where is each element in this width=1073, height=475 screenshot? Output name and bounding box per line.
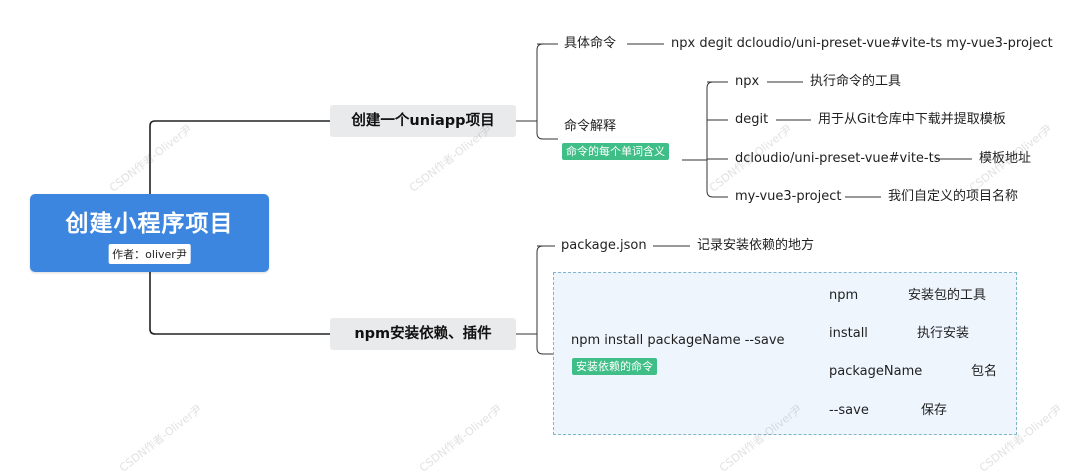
desc-my-vue3-project[interactable]: 我们自定义的项目名称	[888, 189, 1019, 204]
branch1-node[interactable]: 创建一个uniapp项目	[330, 105, 516, 137]
term-my-vue3-project[interactable]: my-vue3-project	[735, 189, 842, 204]
branch2-node[interactable]: npm安装依赖、插件	[330, 318, 516, 350]
pkg-desc[interactable]: 记录安装依赖的地方	[697, 238, 815, 253]
root-title: 创建小程序项目	[65, 211, 234, 237]
desc-packagename[interactable]: 包名	[971, 364, 998, 379]
branch2-fork-line	[516, 245, 555, 355]
explain-label[interactable]: 命令解释	[564, 119, 617, 134]
desc-save[interactable]: 保存	[921, 403, 948, 418]
root-to-branch1-line	[149, 120, 330, 194]
term-install[interactable]: install	[829, 326, 868, 341]
root-author-tag: 作者：oliver尹	[108, 244, 191, 264]
branch1-fork-line	[516, 43, 558, 140]
install-label[interactable]: npm install packageName --save	[571, 333, 785, 348]
desc-dcloudio[interactable]: 模板地址	[979, 151, 1032, 166]
explain-fork-line	[682, 81, 728, 198]
term-npx[interactable]: npx	[735, 74, 760, 89]
root-node[interactable]: 创建小程序项目 作者：oliver尹	[30, 194, 269, 272]
pkg-label[interactable]: package.json	[561, 238, 647, 253]
cmd-label[interactable]: 具体命令	[564, 36, 617, 51]
term-degit[interactable]: degit	[735, 112, 769, 127]
term-dcloudio[interactable]: dcloudio/uni-preset-vue#vite-ts	[735, 151, 941, 166]
desc-install[interactable]: 执行安装	[917, 326, 970, 341]
install-tag: 安装依赖的命令	[572, 358, 657, 375]
desc-degit[interactable]: 用于从Git仓库中下载并提取模板	[818, 112, 1006, 127]
cmd-value[interactable]: npx degit dcloudio/uni-preset-vue#vite-t…	[671, 36, 1053, 51]
term-packagename[interactable]: packageName	[829, 364, 923, 379]
term-save[interactable]: --save	[829, 403, 869, 418]
desc-npm[interactable]: 安装包的工具	[908, 288, 987, 303]
root-to-branch2-line	[149, 272, 330, 335]
install-summary-box	[553, 272, 1017, 435]
term-npm[interactable]: npm	[829, 288, 859, 303]
explain-tag: 命令的每个单词含义	[562, 143, 669, 160]
desc-npx[interactable]: 执行命令的工具	[810, 74, 902, 89]
